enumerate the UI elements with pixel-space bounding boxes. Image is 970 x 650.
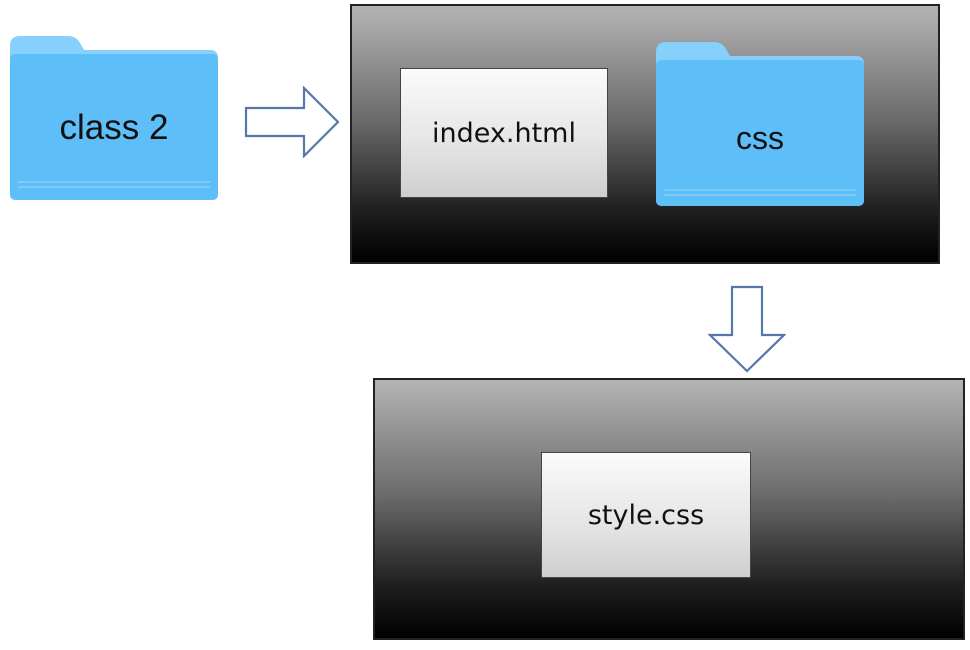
- folder-icon: [656, 42, 864, 206]
- style-css-file: style.css: [541, 452, 751, 578]
- top-panel: index.html css: [350, 4, 940, 264]
- arrow-right-icon: [244, 86, 340, 158]
- folder-icon: [10, 36, 218, 200]
- css-folder: css: [654, 40, 866, 208]
- class-2-folder: class 2: [8, 34, 220, 202]
- index-html-file: index.html: [400, 68, 608, 198]
- class-2-folder-label: class 2: [59, 108, 169, 147]
- arrow-down-icon: [708, 285, 786, 373]
- bottom-panel: style.css: [373, 378, 965, 640]
- index-html-label: index.html: [432, 117, 576, 149]
- style-css-label: style.css: [587, 499, 705, 531]
- css-folder-label: css: [736, 120, 784, 156]
